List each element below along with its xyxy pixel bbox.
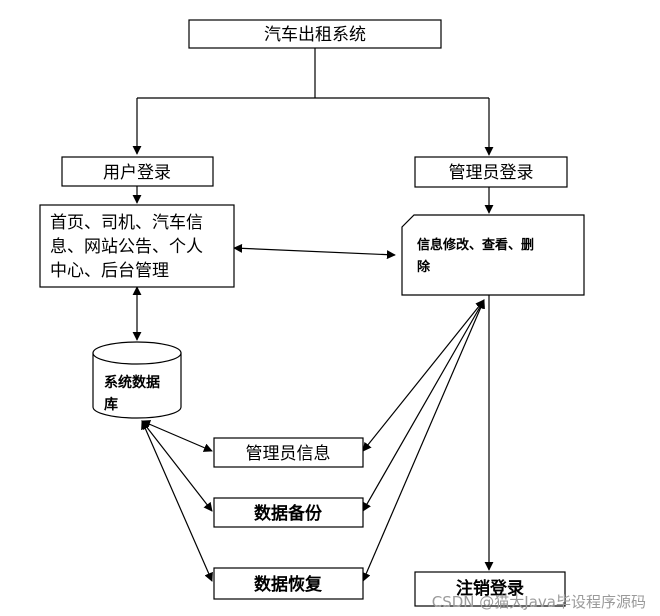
node-admin-login-label: 管理员登录: [449, 163, 534, 183]
arrow-user-admin: [233, 243, 396, 260]
node-user-login: 用户登录: [61, 156, 214, 187]
node-admin-functions: 信息修改、查看、删 除: [401, 214, 585, 296]
node-data-restore: 数据恢复: [213, 567, 364, 600]
database-label-line-1: 系统数据: [104, 374, 160, 391]
node-data-backup-label: 数据备份: [254, 503, 323, 524]
node-logout-label: 注销登录: [456, 578, 524, 599]
arrow-admin-info: [362, 299, 485, 452]
admin-functions-line-1: 信息修改、查看、删: [417, 237, 534, 253]
node-user-functions: 首页、司机、汽车信 息、网站公告、个人 中心、后台管理: [39, 204, 235, 288]
user-functions-line-1: 首页、司机、汽车信: [50, 213, 203, 233]
arrow-db-restore: [141, 420, 213, 582]
watermark: CSDN @猫大Java毕设程序源码: [431, 593, 646, 611]
node-data-backup: 数据备份: [213, 497, 364, 528]
user-functions-line-3: 中心、后台管理: [50, 261, 169, 281]
node-admin-info-label: 管理员信息: [246, 444, 331, 464]
connectors: [132, 48, 494, 582]
arrow-restore: [362, 299, 485, 582]
node-user-login-label: 用户登录: [103, 163, 171, 183]
user-functions-line-2: 息、网站公告、个人: [50, 237, 203, 257]
node-system-label: 汽车出租系统: [264, 25, 366, 45]
arrow-db-admin-info: [141, 420, 213, 452]
admin-functions-line-2: 除: [417, 259, 431, 275]
node-system: 汽车出租系统: [188, 19, 442, 49]
node-admin-login: 管理员登录: [414, 156, 568, 188]
arrow-db-backup: [141, 420, 213, 512]
arrow-backup: [362, 299, 485, 512]
node-database: 系统数据 库: [92, 341, 182, 419]
node-data-restore-label: 数据恢复: [254, 574, 323, 595]
node-admin-info: 管理员信息: [213, 437, 364, 468]
database-label-line-2: 库: [104, 396, 118, 413]
node-logout: 注销登录: [414, 571, 566, 607]
